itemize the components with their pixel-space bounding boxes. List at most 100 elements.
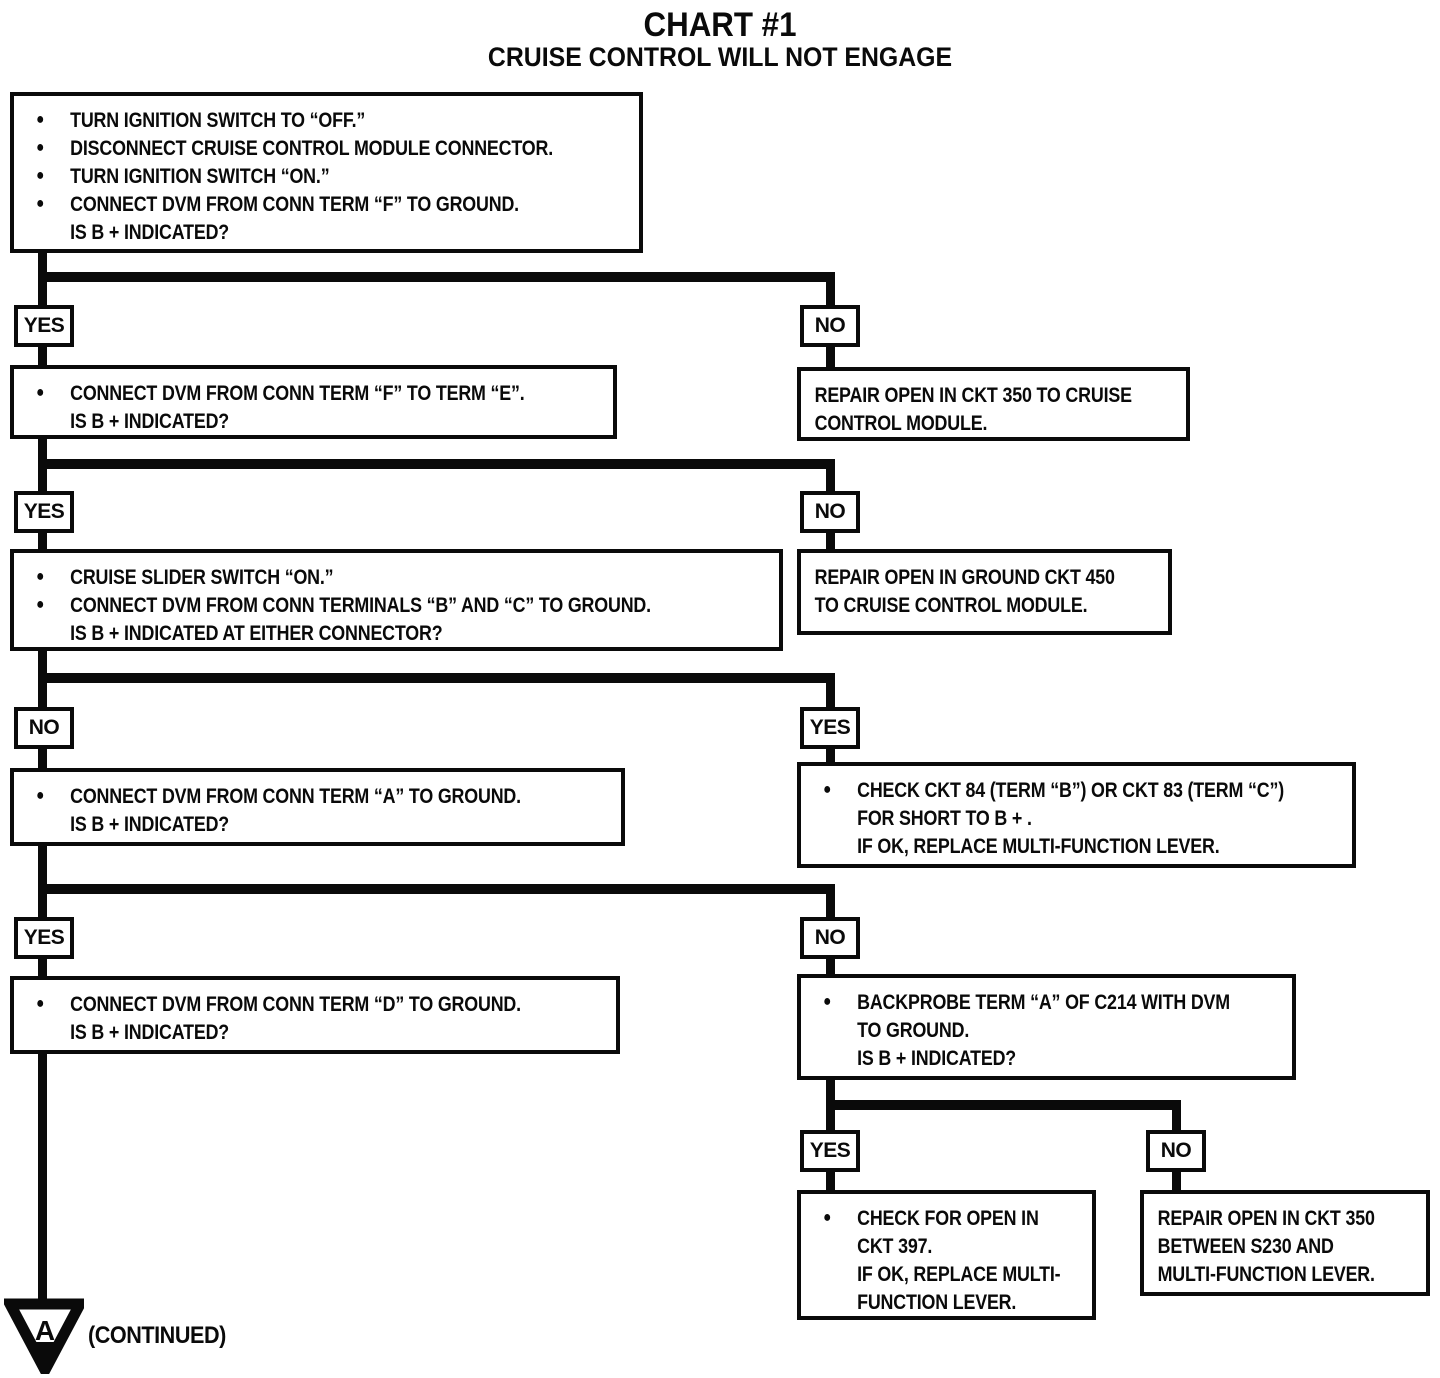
connector-line <box>38 749 47 768</box>
step-text: DISCONNECT CRUISE CONTROL MODULE CONNECT… <box>70 137 554 160</box>
step-text: TURN IGNITION SWITCH “ON.” <box>70 165 330 188</box>
bullet-icon: ● <box>823 993 832 1010</box>
step-text: FOR SHORT TO B + . <box>857 807 1032 830</box>
connector-line <box>826 683 835 707</box>
result-text: REPAIR OPEN IN CKT 350 TO CRUISE <box>814 384 1132 407</box>
connector-line <box>38 282 47 305</box>
step-question: IS B + INDICATED? <box>70 410 230 433</box>
step-text: CONNECT DVM FROM CONN TERM “F” TO TERM “… <box>70 382 525 405</box>
step-box-backprobe-c214: ● BACKPROBE TERM “A” OF C214 WITH DVM TO … <box>797 974 1296 1080</box>
connector-line <box>38 884 835 894</box>
continuation-arrow-icon: A <box>4 1298 84 1374</box>
step-question: IS B + INDICATED AT EITHER CONNECTOR? <box>70 622 443 645</box>
result-box-ckt450-ground: REPAIR OPEN IN GROUND CKT 450 TO CRUISE … <box>797 549 1172 635</box>
connector-line <box>38 253 47 282</box>
label-no-3: NO <box>14 707 74 749</box>
step-question: IS B + INDICATED? <box>70 221 230 244</box>
step-box-4: ● CONNECT DVM FROM CONN TERM “A” TO GROUN… <box>10 768 625 846</box>
connector-line <box>826 1100 1181 1110</box>
continued-label: (CONTINUED) <box>88 1322 226 1349</box>
step-text: IF OK, REPLACE MULTI- <box>857 1263 1061 1286</box>
step-text: TURN IGNITION SWITCH TO “OFF.” <box>70 109 366 132</box>
label-yes-3: YES <box>800 707 860 749</box>
step-text: CONNECT DVM FROM CONN TERM “F” TO GROUND… <box>70 193 519 216</box>
connector-line <box>38 439 47 469</box>
bullet-icon: ● <box>36 995 45 1012</box>
label-yes-2: YES <box>14 491 74 533</box>
step-box-5: ● CONNECT DVM FROM CONN TERM “D” TO GROUN… <box>10 976 620 1054</box>
continuation-marker: A <box>35 1315 55 1346</box>
connector-line <box>38 959 47 976</box>
bullet-icon: ● <box>36 568 45 585</box>
connector-line <box>38 673 835 683</box>
connector-line <box>826 1172 835 1190</box>
chart-subtitle: CRUISE CONTROL WILL NOT ENGAGE <box>487 42 953 72</box>
connector-line <box>38 651 47 683</box>
connector-line <box>826 959 835 974</box>
label-no-4: NO <box>800 917 860 959</box>
connector-line <box>1172 1110 1181 1130</box>
bullet-icon: ● <box>36 596 45 613</box>
bullet-icon: ● <box>36 111 45 128</box>
step-text: CKT 397. <box>857 1235 933 1258</box>
connector-line <box>826 533 835 549</box>
label-no-5: NO <box>1146 1130 1206 1172</box>
connector-line <box>38 533 47 549</box>
result-text: REPAIR OPEN IN GROUND CKT 450 <box>814 566 1115 589</box>
result-box-ckt350-module: REPAIR OPEN IN CKT 350 TO CRUISE CONTROL… <box>797 367 1190 441</box>
bullet-icon: ● <box>823 1209 832 1226</box>
connector-line <box>826 894 835 917</box>
bullet-icon: ● <box>36 787 45 804</box>
label-yes-1: YES <box>14 305 74 347</box>
label-yes-4: YES <box>14 917 74 959</box>
connector-line <box>38 459 835 469</box>
bullet-icon: ● <box>36 167 45 184</box>
result-text: REPAIR OPEN IN CKT 350 <box>1157 1207 1375 1230</box>
step-text: CONNECT DVM FROM CONN TERMINALS “B” AND … <box>70 594 651 617</box>
label-no-1: NO <box>800 305 860 347</box>
result-text: MULTI-FUNCTION LEVER. <box>1157 1263 1375 1286</box>
bullet-icon: ● <box>36 195 45 212</box>
result-box-ckt397: ● CHECK FOR OPEN IN CKT 397. IF OK, REPLA… <box>797 1190 1096 1320</box>
connector-line <box>826 1080 835 1100</box>
connector-line <box>1172 1172 1181 1190</box>
step-text: IF OK, REPLACE MULTI-FUNCTION LEVER. <box>857 835 1220 858</box>
result-box-ckt350-s230: REPAIR OPEN IN CKT 350 BETWEEN S230 AND … <box>1140 1190 1430 1296</box>
label-yes-5: YES <box>800 1130 860 1172</box>
step-text: CONNECT DVM FROM CONN TERM “A” TO GROUND… <box>70 785 521 808</box>
step-text: CRUISE SLIDER SWITCH “ON.” <box>70 566 334 589</box>
step-text: CONNECT DVM FROM CONN TERM “D” TO GROUND… <box>70 993 521 1016</box>
step-question: IS B + INDICATED? <box>70 813 230 836</box>
connector-line <box>38 683 47 707</box>
step-text: CHECK CKT 84 (TERM “B”) OR CKT 83 (TERM … <box>857 779 1284 802</box>
step-box-3: ● CRUISE SLIDER SWITCH “ON.” ● CONNECT DVM… <box>10 549 783 651</box>
connector-line <box>38 1054 47 1304</box>
bullet-icon: ● <box>823 781 832 798</box>
step-text: TO GROUND. <box>857 1019 970 1042</box>
chart-title: CHART #1 <box>643 6 797 44</box>
step-text: BACKPROBE TERM “A” OF C214 WITH DVM <box>857 991 1230 1014</box>
connector-line <box>38 469 47 491</box>
result-text: CONTROL MODULE. <box>814 412 988 435</box>
connector-line <box>826 282 835 305</box>
bullet-icon: ● <box>36 139 45 156</box>
connector-line <box>826 347 835 367</box>
step-box-2: ● CONNECT DVM FROM CONN TERM “F” TO TERM … <box>10 365 617 439</box>
step-question: IS B + INDICATED? <box>70 1021 230 1044</box>
connector-line <box>826 749 835 762</box>
connector-line <box>38 894 47 917</box>
step-question: IS B + INDICATED? <box>857 1047 1017 1070</box>
connector-line <box>826 1110 835 1130</box>
step-text: FUNCTION LEVER. <box>857 1291 1017 1314</box>
bullet-icon: ● <box>36 384 45 401</box>
step-text: CHECK FOR OPEN IN <box>857 1207 1039 1230</box>
connector-line <box>826 469 835 491</box>
result-box-ckt84-ckt83: ● CHECK CKT 84 (TERM “B”) OR CKT 83 (TERM… <box>797 762 1356 868</box>
connector-line <box>38 347 47 365</box>
result-text: BETWEEN S230 AND <box>1157 1235 1334 1258</box>
label-no-2: NO <box>800 491 860 533</box>
step-box-1: ● TURN IGNITION SWITCH TO “OFF.” ● DISCONN… <box>10 92 643 253</box>
result-text: TO CRUISE CONTROL MODULE. <box>814 594 1088 617</box>
connector-line <box>38 846 47 884</box>
